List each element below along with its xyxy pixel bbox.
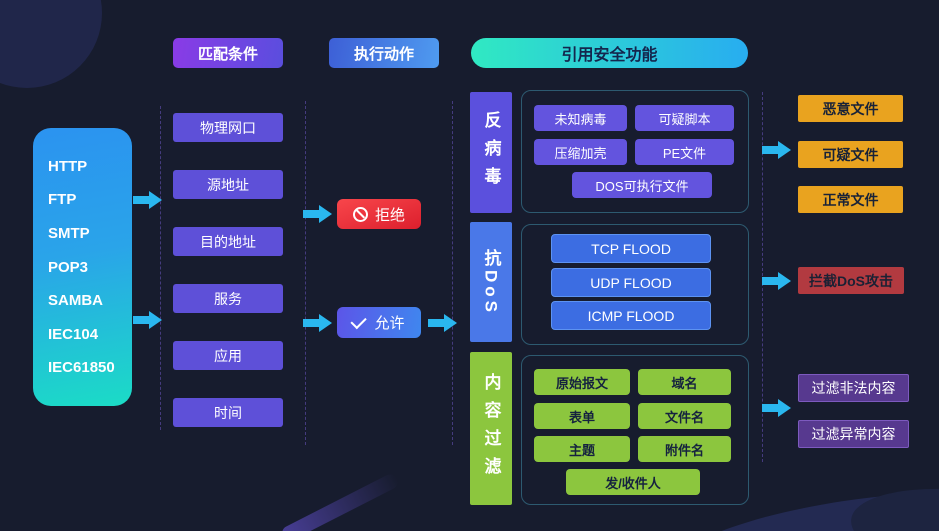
filter-item-form: 表单 <box>534 403 630 429</box>
check-icon <box>350 312 368 330</box>
section-content-filter-panel: 原始报文 域名 表单 文件名 主题 附件名 发/收件人 <box>521 355 749 505</box>
antidos-item-icmp-flood: ICMP FLOOD <box>551 301 711 330</box>
section-content-filter-label: 内容过滤 <box>470 352 512 505</box>
antivirus-item-packed: 压缩加壳 <box>534 139 627 165</box>
antivirus-item-unknown-virus: 未知病毒 <box>534 105 627 131</box>
flow-arrow-icon <box>762 399 791 417</box>
condition-destination-address: 目的地址 <box>173 227 283 256</box>
filter-item-filename: 文件名 <box>638 403 731 429</box>
action-deny-label: 拒绝 <box>374 206 405 224</box>
protocol-label: SMTP <box>48 224 90 242</box>
antidos-item-tcp-flood: TCP FLOOD <box>551 234 711 263</box>
header-match-conditions: 匹配条件 <box>173 38 283 68</box>
antivirus-item-dos-executable: DOS可执行文件 <box>572 172 712 198</box>
section-antivirus-panel: 未知病毒 可疑脚本 压缩加壳 PE文件 DOS可执行文件 <box>521 90 749 213</box>
flow-arrow-icon <box>428 314 457 332</box>
corner-circle-decoration <box>0 0 102 88</box>
condition-application: 应用 <box>173 341 283 370</box>
dashed-separator <box>452 101 453 445</box>
protocol-list-panel: HTTP FTP SMTP POP3 SAMBA IEC104 IEC61850 <box>33 128 132 406</box>
protocol-label: SAMBA <box>48 292 103 310</box>
condition-physical-port: 物理网口 <box>173 113 283 142</box>
output-filter-illegal-content: 过滤非法内容 <box>798 374 909 402</box>
prohibition-icon <box>352 206 368 222</box>
filter-item-raw-packet: 原始报文 <box>534 369 630 395</box>
condition-time: 时间 <box>173 398 283 427</box>
action-allow-button: 允许 <box>337 307 421 338</box>
flow-arrow-icon <box>133 191 162 209</box>
filter-item-subject: 主题 <box>534 436 630 462</box>
flow-arrow-icon <box>303 205 332 223</box>
dashed-separator <box>160 106 161 430</box>
header-execute-action: 执行动作 <box>329 38 439 68</box>
flow-arrow-icon <box>133 311 162 329</box>
flow-arrow-icon <box>762 272 791 290</box>
output-block-dos-attack: 拦截DoS攻击 <box>798 267 904 294</box>
section-antivirus-label: 反病毒 <box>470 92 512 213</box>
antivirus-item-suspicious-script: 可疑脚本 <box>635 105 734 131</box>
header-security-functions: 引用安全功能 <box>471 38 748 68</box>
output-suspicious-file: 可疑文件 <box>798 141 903 168</box>
protocol-label: HTTP <box>48 157 88 175</box>
dashed-separator <box>305 101 306 445</box>
protocol-label: IEC104 <box>48 325 99 343</box>
filter-item-domain: 域名 <box>638 369 731 395</box>
flow-arrow-icon <box>303 314 332 332</box>
protocol-label: FTP <box>48 191 77 209</box>
antidos-item-udp-flood: UDP FLOOD <box>551 268 711 297</box>
condition-service: 服务 <box>173 284 283 313</box>
section-antidos-panel: TCP FLOOD UDP FLOOD ICMP FLOOD <box>521 224 749 345</box>
action-deny-button: 拒绝 <box>337 199 421 229</box>
flow-arrow-icon <box>762 141 791 159</box>
filter-item-attachment-name: 附件名 <box>638 436 731 462</box>
protocol-label: IEC61850 <box>48 359 115 377</box>
action-allow-label: 允许 <box>374 315 405 332</box>
output-malicious-file: 恶意文件 <box>798 95 903 122</box>
bottom-stripe-decoration <box>279 471 401 531</box>
filter-item-sender-recipient: 发/收件人 <box>566 469 700 495</box>
section-antidos-label: 抗DoS <box>470 222 512 342</box>
protocol-label: POP3 <box>48 258 89 276</box>
condition-source-address: 源地址 <box>173 170 283 199</box>
output-filter-abnormal-content: 过滤异常内容 <box>798 420 909 448</box>
antivirus-item-pe-file: PE文件 <box>635 139 734 165</box>
output-normal-file: 正常文件 <box>798 186 903 213</box>
